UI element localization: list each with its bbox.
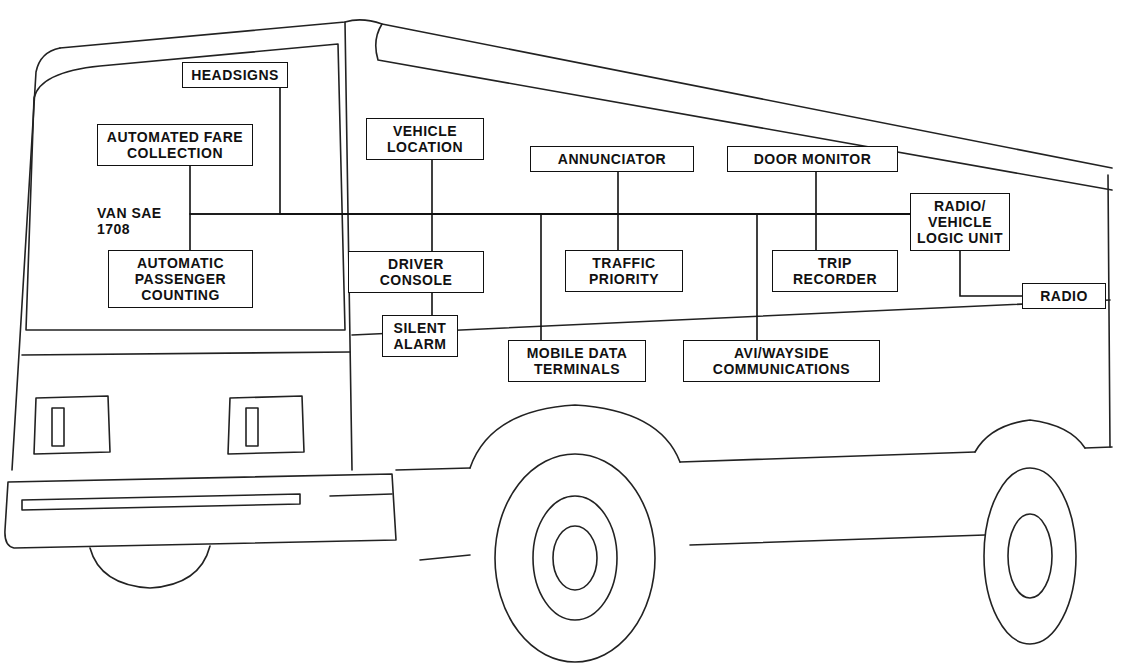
component-label: DRIVER CONSOLE (353, 256, 479, 288)
bus-connector (432, 214, 910, 251)
component-label: TRIP RECORDER (777, 255, 893, 287)
bus-connector (618, 214, 910, 250)
bus-connector (431, 293, 433, 315)
component-label: VEHICLE LOCATION (371, 123, 479, 155)
component-label: AUTOMATIC PASSENGER COUNTING (113, 255, 248, 303)
network-label: VAN SAE 1708 (95, 205, 187, 237)
component-label: AUTOMATED FARE COLLECTION (102, 129, 248, 161)
component-label: SILENT ALARM (387, 320, 453, 352)
component-label: AVI/WAYSIDE COMMUNICATIONS (688, 345, 875, 377)
bus-connector (618, 172, 910, 214)
component-label: RADIO/ VEHICLE LOGIC UNIT (915, 198, 1005, 246)
component-label: RADIO (1027, 288, 1101, 304)
bus-connector (816, 214, 910, 250)
bus-connector (190, 166, 910, 214)
component-box: DRIVER CONSOLE (348, 251, 484, 293)
bus-connector (541, 214, 910, 340)
component-box: AUTOMATED FARE COLLECTION (97, 124, 253, 166)
component-box: HEADSIGNS (182, 62, 288, 88)
component-label: MOBILE DATA TERMINALS (513, 345, 641, 377)
bus-connector (757, 214, 910, 340)
component-label: HEADSIGNS (187, 67, 283, 83)
component-label: ANNUNCIATOR (535, 151, 689, 167)
component-label: DOOR MONITOR (732, 151, 893, 167)
bus-connector (816, 172, 910, 214)
component-box: MOBILE DATA TERMINALS (508, 340, 646, 382)
component-box: AUTOMATIC PASSENGER COUNTING (108, 250, 253, 308)
component-box: RADIO/ VEHICLE LOGIC UNIT (910, 193, 1010, 251)
component-box: VEHICLE LOCATION (366, 118, 484, 160)
bus-connector (960, 251, 1022, 296)
component-box: AVI/WAYSIDE COMMUNICATIONS (683, 340, 880, 382)
component-box: TRIP RECORDER (772, 250, 898, 292)
component-label: TRAFFIC PRIORITY (570, 255, 678, 287)
component-box: RADIO (1022, 283, 1106, 309)
bus-connector (190, 214, 910, 250)
component-box: ANNUNCIATOR (530, 146, 694, 172)
component-box: TRAFFIC PRIORITY (565, 250, 683, 292)
bus-connector (280, 88, 910, 214)
component-box: SILENT ALARM (382, 315, 458, 357)
component-box: DOOR MONITOR (727, 146, 898, 172)
